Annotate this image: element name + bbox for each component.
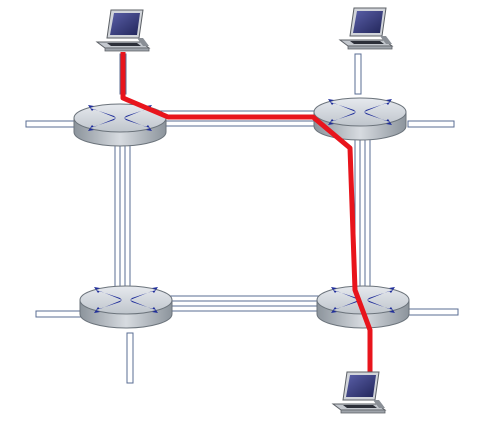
- stub-link-left-bottom: [35, 310, 85, 318]
- stub-link-bottom-left-down: [126, 332, 134, 384]
- router-top-right[interactable]: [313, 97, 407, 141]
- highlighted-path: [120, 52, 373, 378]
- computer-icon: [332, 371, 386, 414]
- router-icon: [313, 97, 407, 141]
- host-link-top-right: [354, 53, 362, 95]
- stub-link-left-top: [25, 120, 75, 128]
- stub-link-right-top: [407, 120, 455, 128]
- router-bottom-left[interactable]: [79, 285, 173, 329]
- host-top-right[interactable]: [339, 7, 393, 50]
- link-left: [114, 138, 131, 290]
- computer-icon: [339, 7, 393, 50]
- host-top-left[interactable]: [96, 9, 150, 52]
- link-bottom: [160, 295, 330, 312]
- router-icon: [79, 285, 173, 329]
- stub-link-right-bottom: [407, 308, 459, 316]
- link-right: [354, 138, 371, 290]
- host-bottom-right[interactable]: [332, 371, 386, 414]
- computer-icon: [96, 9, 150, 52]
